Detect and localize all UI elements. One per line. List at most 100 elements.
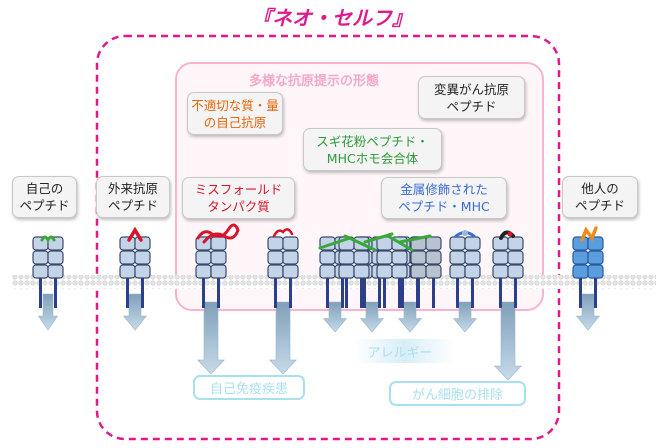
subtitle: 多様な抗原提示の形態: [248, 74, 379, 89]
outcome-allergy: アレルギー: [367, 345, 433, 361]
mhc-domain: [391, 264, 408, 279]
label-self-peptide: 自己の ペプチド: [12, 176, 77, 218]
mhc-domain: [353, 250, 370, 265]
peptide-misfolded-2: [272, 228, 294, 238]
mhc-domain: [464, 236, 481, 251]
peptide-self: [40, 235, 56, 244]
allergy-band: [355, 339, 455, 363]
mhc-domain: [449, 264, 466, 279]
mhc-tail: [499, 278, 502, 308]
mhc-tail: [594, 278, 597, 308]
mhc-domain: [449, 236, 466, 251]
mhc-metal-modified: [449, 236, 481, 308]
mhc-domain: [338, 264, 355, 279]
label-metal-modified: 金属修飾された ペプチド・MHC: [381, 177, 507, 219]
label-cancer-mutant: 変異がん抗原 ペプチド: [418, 76, 525, 119]
mhc-domain: [587, 250, 604, 265]
mhc-domain: [376, 250, 393, 265]
mhc-tail: [360, 278, 363, 308]
mhc-domain: [572, 250, 589, 265]
mhc-domain: [267, 236, 284, 251]
mhc-tail: [341, 278, 344, 308]
mhc-tail: [217, 278, 220, 308]
mhc-domain: [391, 250, 408, 265]
mhc-domain: [464, 250, 481, 265]
metal-ion: [462, 230, 468, 236]
neo-self-frame: [95, 34, 561, 441]
mhc-tail: [579, 278, 582, 308]
mhc-tail: [471, 278, 474, 308]
mhc-tail: [401, 278, 404, 308]
mhc-domain: [425, 250, 442, 265]
mhc-tail: [326, 278, 329, 308]
mhc-domain: [507, 264, 524, 279]
mhc-domain: [47, 236, 64, 251]
mhc-domain: [319, 264, 336, 279]
label-cedar-pollen: スギ花粉ペプチド・ MHCホモ会合体: [303, 128, 442, 171]
mhc-domain: [119, 264, 136, 279]
mhc-domain: [32, 250, 49, 265]
mhc-domain: [353, 264, 370, 279]
mhc-domain: [338, 250, 355, 265]
mhc-tail: [141, 278, 144, 308]
mhc-domain: [134, 236, 151, 251]
mhc-domain: [507, 236, 524, 251]
mhc-domain: [507, 250, 524, 265]
mhc-misfolded: [195, 236, 227, 308]
mhc-cedar-pollen-4: [410, 236, 442, 308]
mhc-tail: [432, 278, 435, 308]
mhc-self-peptide: [32, 236, 64, 308]
mhc-domain: [119, 236, 136, 251]
mhc-misfolded-2: [267, 236, 299, 308]
mhc-tail: [202, 278, 205, 308]
arrow-autoimmune-2: [269, 301, 297, 375]
mhc-tail: [514, 278, 517, 308]
mhc-domain: [492, 264, 509, 279]
mhc-domain: [210, 264, 227, 279]
mhc-other-person: [572, 236, 604, 308]
outcome-cancer-elimination: がん細胞の排除: [389, 381, 526, 406]
mhc-domain: [410, 250, 427, 265]
label-inappropriate-self-antigen: 不適切な質・量 の自己抗原: [187, 92, 283, 135]
mhc-domain: [282, 250, 299, 265]
mhc-domain: [195, 250, 212, 265]
mhc-domain: [47, 250, 64, 265]
mhc-domain: [425, 264, 442, 279]
mhc-domain: [572, 236, 589, 251]
mhc-tail: [289, 278, 292, 308]
mhc-domain: [134, 250, 151, 265]
peptide-misfolded: [196, 223, 240, 244]
label-misfolded-protein: ミスフォールド タンパク質: [182, 177, 295, 219]
arrow-self: [37, 293, 59, 331]
peptide-other: [580, 226, 598, 242]
outcome-autoimmune: 自己免疫疾患: [193, 375, 305, 400]
mhc-domain: [282, 236, 299, 251]
mhc-tail: [274, 278, 277, 308]
mhc-domain: [210, 250, 227, 265]
mhc-domain: [587, 236, 604, 251]
mhc-domain: [195, 264, 212, 279]
mhc-tail: [383, 278, 386, 308]
mutation-mark: [507, 231, 513, 237]
mhc-tail: [398, 278, 401, 308]
mhc-domain: [376, 264, 393, 279]
arrow-cancer: [494, 301, 522, 381]
mhc-tail: [456, 278, 459, 308]
arrow-autoimmune-1: [197, 301, 225, 375]
peptide-cedar: [318, 232, 432, 252]
label-foreign-antigen: 外来抗原 ペプチド: [96, 176, 170, 218]
mhc-tail: [39, 278, 42, 308]
mhc-domain: [410, 264, 427, 279]
mhc-tail: [54, 278, 57, 308]
mhc-domain: [119, 250, 136, 265]
mhc-domain: [134, 264, 151, 279]
mhc-tail: [363, 278, 366, 308]
page-title: 『ネオ・セルフ』: [252, 6, 412, 30]
mhc-domain: [267, 264, 284, 279]
mhc-domain: [572, 264, 589, 279]
mhc-tail: [126, 278, 129, 308]
mhc-domain: [32, 264, 49, 279]
mhc-domain: [492, 250, 509, 265]
